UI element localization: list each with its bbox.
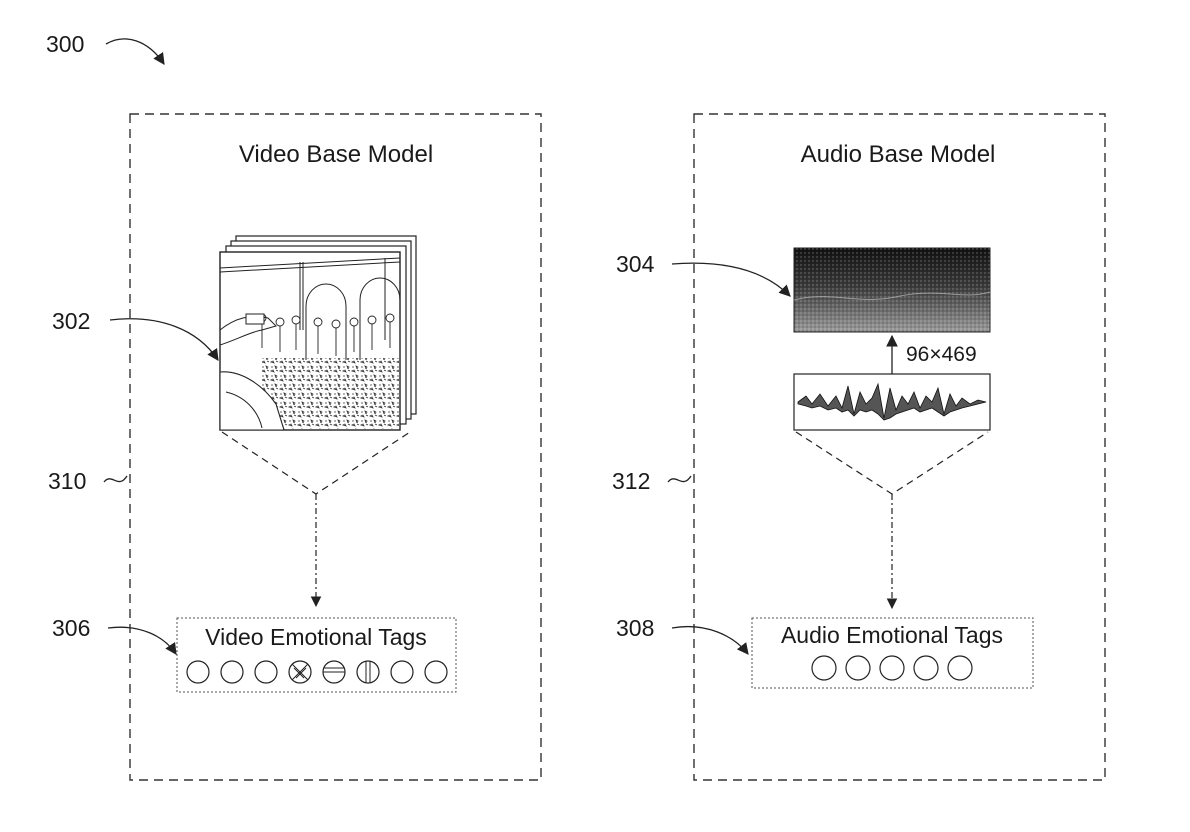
audio-tags-box: Audio Emotional Tags (751, 617, 1034, 689)
ref-306-arrow (107, 626, 177, 655)
ref-308-arrow (671, 626, 749, 655)
video-frame-front (219, 251, 401, 431)
grid-icon (845, 655, 871, 681)
audio-panel-border (693, 113, 1106, 781)
horizontal-lines-icon (947, 655, 973, 681)
spectrogram-dims-label: 96×469 (906, 343, 977, 366)
audio-tag-icons (811, 655, 973, 681)
ref-312: 312 (612, 468, 650, 494)
video-panel-title: Video Base Model (239, 141, 433, 168)
dense-crosshatch-icon (811, 655, 837, 681)
ref-302-arrow (109, 318, 219, 361)
crosshatch-icon (288, 660, 312, 684)
video-frames (219, 235, 417, 431)
audio-panel: Audio Base Model 96×469 Audio Emotional … (693, 113, 1106, 781)
dotted-icon (424, 660, 448, 684)
ref-310-leader (103, 475, 128, 483)
ref-304-arrow (671, 262, 791, 297)
ref-308: 308 (616, 615, 654, 641)
ref-306: 306 (52, 615, 90, 641)
ref-312-leader (667, 475, 692, 483)
horizontal-bar-icon (322, 660, 346, 684)
ref-310: 310 (48, 468, 86, 494)
audio-panel-title: Audio Base Model (801, 141, 996, 168)
audio-funnel (795, 431, 989, 495)
empty-circle-icon (254, 660, 278, 684)
dense-crosshatch-icon (390, 660, 414, 684)
waveform-image (793, 373, 991, 431)
ref-300: 300 (46, 31, 84, 57)
video-tags-label: Video Emotional Tags (205, 624, 427, 650)
ref-300-arrow (105, 38, 165, 65)
audio-tags-label: Audio Emotional Tags (781, 622, 1003, 648)
video-panel: Video Base Model (129, 113, 542, 781)
ref-302: 302 (52, 308, 90, 334)
vertical-split-icon (356, 660, 380, 684)
video-tags-box: Video Emotional Tags (176, 617, 457, 693)
video-panel-border (129, 113, 542, 781)
ref-304: 304 (616, 251, 655, 277)
diagonal-hatch-icon (879, 655, 905, 681)
dense-diagonal-icon (913, 655, 939, 681)
video-funnel (221, 431, 411, 495)
video-tag-icons (186, 660, 448, 684)
diagonal-hatch-icon (186, 660, 210, 684)
backslash-hatch-icon (220, 660, 244, 684)
spectrogram-image (793, 247, 991, 333)
